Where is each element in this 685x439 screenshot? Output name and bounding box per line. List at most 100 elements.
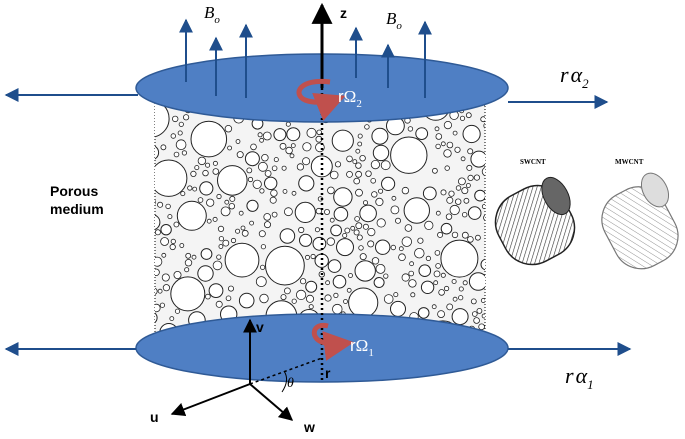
pore-circle — [443, 149, 452, 158]
axis-label-z: z — [340, 5, 347, 21]
pore-circle — [348, 273, 353, 278]
pore-circle — [273, 128, 287, 142]
pore-circle — [471, 311, 478, 317]
pore-circle — [157, 201, 164, 208]
pore-circle — [353, 229, 360, 236]
pore-circle — [327, 259, 342, 273]
pore-circle — [465, 112, 472, 119]
pore-circle — [224, 199, 230, 205]
pore-circle — [181, 150, 187, 156]
pore-circle — [197, 156, 207, 166]
pore-circle — [437, 310, 446, 319]
pore-circle — [333, 187, 353, 207]
pore-circle — [418, 264, 432, 278]
pore-circle — [431, 167, 438, 174]
pore-circle — [155, 229, 161, 236]
pore-circle — [435, 143, 441, 150]
pore-circle — [197, 197, 204, 203]
pore-circle — [458, 286, 464, 292]
pore-circle — [398, 253, 406, 262]
pore-circle — [332, 274, 347, 289]
pore-circle — [167, 214, 173, 220]
pore-circle — [445, 213, 453, 220]
pore-circle — [171, 115, 179, 123]
pore-circle — [431, 304, 437, 310]
pore-circle — [281, 165, 287, 171]
pore-circle — [376, 218, 386, 228]
pore-circle — [161, 273, 170, 282]
pore-circle — [394, 217, 401, 224]
pore-circle — [192, 186, 198, 192]
pore-circle — [312, 236, 327, 251]
pore-circle — [155, 214, 161, 230]
pore-circle — [259, 293, 269, 304]
pore-circle — [220, 206, 231, 217]
pore-circle — [356, 234, 363, 241]
pore-circle — [357, 141, 363, 147]
pore-circle — [173, 151, 180, 158]
pore-circle — [299, 233, 313, 247]
pore-circle — [205, 162, 211, 168]
pore-circle — [417, 307, 430, 319]
pore-circle — [155, 268, 160, 276]
pore-circle — [463, 197, 470, 204]
pore-circle — [178, 121, 184, 127]
pore-circle — [174, 308, 181, 314]
pore-circle — [217, 225, 225, 232]
pore-circle — [487, 323, 491, 327]
pore-circle — [478, 323, 485, 331]
pore-circle — [314, 253, 329, 268]
pore-circle — [228, 202, 235, 210]
pore-circle — [160, 224, 172, 236]
magnetic-field-label-right: Bo — [386, 9, 402, 32]
pore-circle — [417, 237, 424, 244]
pore-circle — [462, 211, 468, 218]
pore-circle — [325, 280, 331, 286]
pore-circle — [217, 165, 248, 196]
pore-circle — [285, 146, 293, 155]
pore-circle — [162, 284, 170, 292]
pore-circle — [448, 190, 455, 197]
pore-circle — [194, 165, 200, 171]
pore-circle — [461, 187, 469, 195]
pore-circle — [390, 244, 396, 251]
pore-circle — [298, 175, 315, 192]
pore-circle — [422, 186, 437, 201]
pore-circle — [449, 204, 460, 216]
pore-circle — [187, 185, 193, 191]
pore-circle — [466, 164, 473, 171]
pore-circle — [265, 245, 305, 286]
pore-circle — [212, 160, 218, 166]
pore-circle — [259, 264, 266, 270]
pore-circle — [462, 124, 481, 144]
pore-circle — [291, 190, 297, 196]
pore-circle — [435, 263, 441, 269]
pore-circle — [480, 258, 485, 271]
pore-circle — [424, 220, 434, 230]
pore-circle — [375, 239, 391, 255]
pore-circle — [354, 260, 376, 282]
lower-rotation-label: rΩ1 — [350, 336, 374, 359]
pore-circle — [383, 273, 389, 279]
pore-circle — [314, 227, 320, 233]
pore-circle — [409, 261, 415, 267]
pore-circle — [355, 162, 362, 169]
pore-circle — [483, 214, 485, 221]
pore-circle — [434, 126, 440, 132]
pore-circle — [467, 148, 474, 155]
pore-circle — [437, 231, 444, 238]
pore-circle — [462, 280, 468, 286]
pore-circle — [443, 285, 450, 292]
pore-circle — [157, 288, 163, 294]
pore-circle — [306, 127, 317, 138]
pore-circle — [299, 278, 307, 285]
lower-stretch-label: rα1 — [565, 363, 594, 392]
pore-circle — [451, 278, 457, 284]
pore-circle — [362, 200, 368, 206]
pore-circle — [415, 127, 429, 141]
pore-circle — [357, 133, 363, 139]
pore-circle — [155, 145, 160, 160]
pore-circle — [329, 170, 339, 180]
pore-circle — [295, 289, 307, 300]
